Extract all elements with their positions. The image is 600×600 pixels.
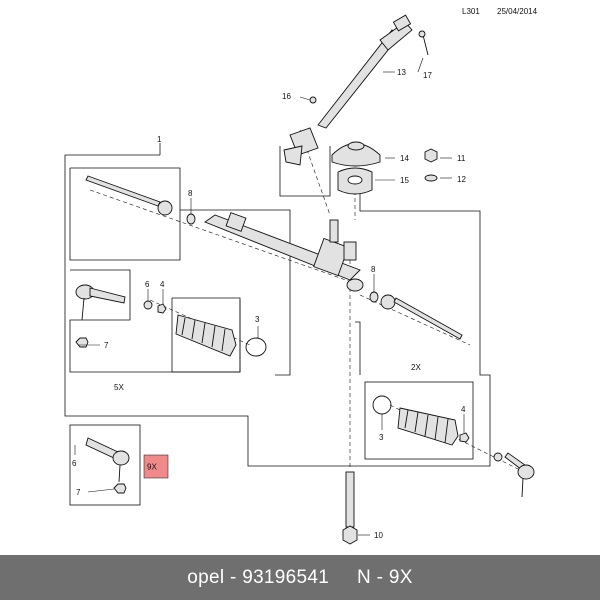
footer-separator: -: [224, 566, 243, 588]
group-label-2x: 2X: [411, 363, 421, 372]
group-outline-column: [279, 146, 331, 197]
footer-part-number: 93196541: [242, 566, 330, 588]
diagram-code: L301: [462, 7, 480, 16]
callout-6-9x: 6: [72, 459, 77, 468]
tie-rod-end-left: [75, 284, 167, 348]
callout-4-right: 4: [461, 405, 466, 414]
group-label-5x: 5X: [114, 383, 124, 392]
callout-6-left: 6: [145, 280, 150, 289]
group-outline-inner-tie-rod: [69, 167, 181, 261]
footer-spacer: [329, 567, 357, 589]
group-outline-boot: [171, 297, 241, 373]
callout-10: 10: [374, 531, 383, 540]
group-outline-5x: [69, 269, 241, 373]
callout-16: 16: [282, 92, 291, 101]
nut-11: [424, 148, 438, 163]
highlight-label-9x: 9X: [147, 463, 157, 472]
callout-15: 15: [400, 176, 409, 185]
boot-clamp-3-left: [245, 337, 267, 357]
washer-12: [424, 174, 438, 182]
callout-1: 1: [157, 135, 162, 144]
callout-7-9x: 7: [76, 488, 81, 497]
callout-3-right: 3: [379, 433, 384, 442]
steering-boot-left: [175, 314, 237, 357]
footer-brand: opel: [187, 566, 225, 588]
mounting-bolt-10: [342, 471, 358, 545]
lock-washer-8-left: [186, 213, 196, 225]
diagram-date: 25/04/2014: [497, 7, 538, 16]
boot-clamp-3-right: [372, 395, 392, 415]
steering-rack-diagram: 9X 1 13 16 17 14 15 11 12 8 8 6 4 3 7 5X…: [64, 14, 535, 545]
steering-rack-housing: [204, 212, 364, 292]
tie-rod-end-right: [493, 452, 535, 498]
steering-column-shaft: [283, 14, 429, 166]
group-outline-rack: [180, 209, 291, 376]
callout-11: 11: [457, 154, 466, 163]
group-outline-main: [64, 154, 491, 467]
inner-tie-rod-left: [85, 175, 173, 216]
callout-12: 12: [457, 175, 466, 184]
callout-4-left: 4: [160, 280, 165, 289]
callout-7-left: 7: [104, 341, 109, 350]
group-outline-2x: [364, 381, 474, 460]
pinion-seal: [337, 167, 373, 195]
callout-3-left: 3: [255, 315, 260, 324]
callout-8-right: 8: [371, 265, 376, 274]
callout-8-left: 8: [188, 189, 193, 198]
highlight-box-9x: [143, 454, 169, 479]
callout-17: 17: [423, 71, 432, 80]
group-outline-9x: [69, 424, 141, 506]
tie-rod-end-9x: [85, 437, 130, 494]
callout-14: 14: [400, 154, 409, 163]
callout-13: 13: [397, 68, 406, 77]
part-number-footer: opel - 93196541 N - 9X: [0, 555, 600, 600]
lock-washer-8-right: [369, 291, 379, 303]
pinion-cover: [331, 141, 381, 167]
footer-position: N - 9X: [357, 566, 413, 588]
steering-boot-right: [397, 407, 459, 446]
inner-tie-rod-right: [380, 294, 463, 340]
